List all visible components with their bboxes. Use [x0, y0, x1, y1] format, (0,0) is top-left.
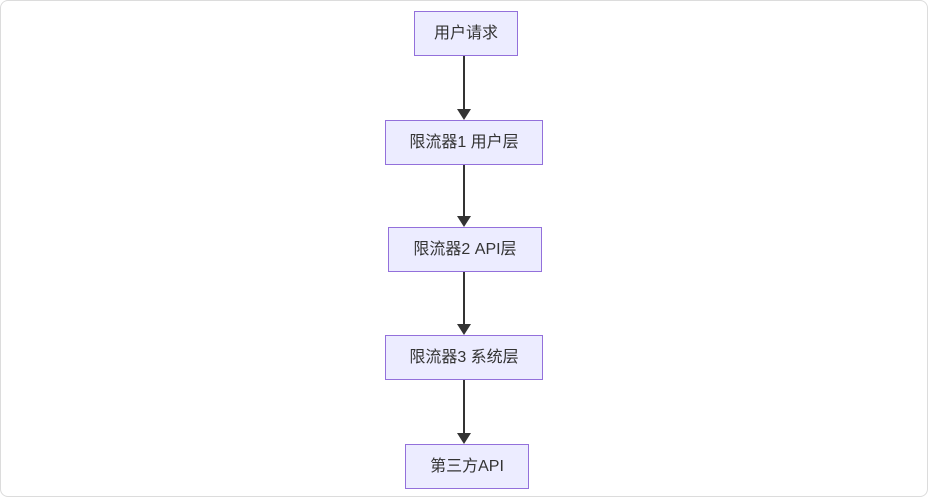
arrow-down-icon — [457, 216, 471, 227]
node-user-request: 用户请求 — [414, 11, 518, 56]
node-third-party-api: 第三方API — [405, 444, 529, 489]
edge-arrow-line-4 — [463, 380, 465, 434]
node-label: 限流器2 API层 — [413, 240, 517, 258]
node-label: 用户请求 — [433, 24, 498, 42]
edge-arrow-line-2 — [463, 165, 465, 217]
arrow-down-icon — [457, 433, 471, 444]
arrow-down-icon — [457, 324, 471, 335]
node-label: 第三方API — [430, 457, 504, 475]
node-label: 限流器1 用户层 — [409, 133, 519, 151]
node-rate-limiter-2-api: 限流器2 API层 — [388, 227, 542, 272]
edge-arrow-line-3 — [463, 272, 465, 325]
node-rate-limiter-3-system: 限流器3 系统层 — [385, 335, 543, 380]
node-label: 限流器3 系统层 — [409, 348, 519, 366]
node-rate-limiter-1-user: 限流器1 用户层 — [385, 120, 543, 165]
edge-arrow-line-1 — [463, 56, 465, 110]
arrow-down-icon — [457, 109, 471, 120]
